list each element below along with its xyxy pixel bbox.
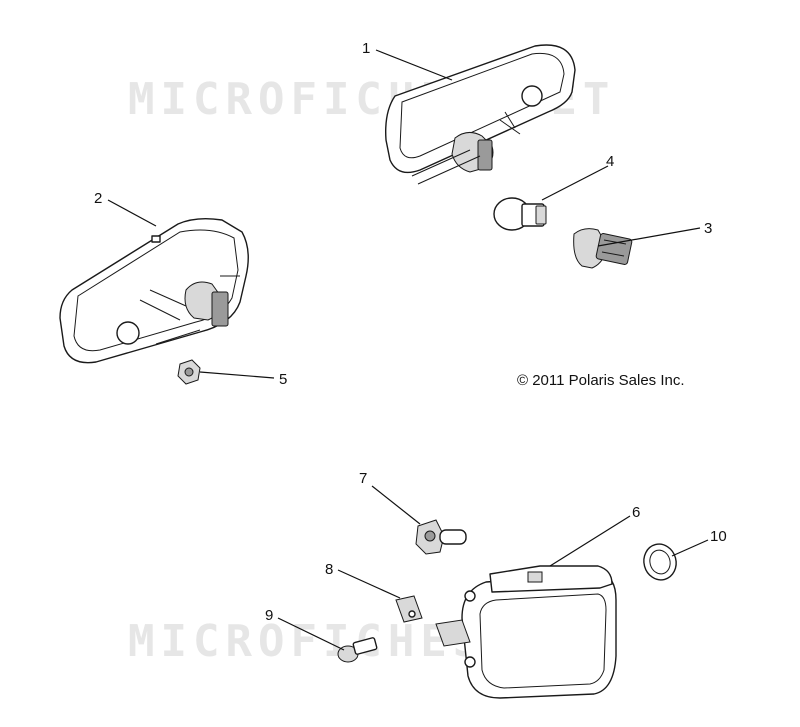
callout-8: 8: [325, 561, 333, 578]
callout-5: 5: [279, 371, 287, 388]
part-4-bulb[interactable]: [493, 197, 547, 231]
part-2-tail-light-left[interactable]: [59, 217, 249, 364]
part-8-clip[interactable]: [395, 595, 423, 623]
callout-4: 4: [606, 153, 614, 170]
callout-6: 6: [632, 504, 640, 521]
callout-2: 2: [94, 190, 102, 207]
part-5-nut[interactable]: [177, 359, 201, 385]
part-3-bulb-socket[interactable]: [573, 228, 633, 269]
callout-9: 9: [265, 607, 273, 624]
part-6-headlight[interactable]: [435, 565, 617, 699]
copyright-notice: © 2011 Polaris Sales Inc.: [517, 372, 685, 389]
callout-10: 10: [710, 528, 727, 545]
callout-3: 3: [704, 220, 712, 237]
callout-7: 7: [359, 470, 367, 487]
leader-lines: [107, 49, 709, 651]
part-1-tail-light-right[interactable]: [385, 44, 576, 185]
part-7-headlight-bulb[interactable]: [415, 519, 467, 555]
part-10-o-ring[interactable]: [640, 540, 680, 583]
callout-1: 1: [362, 40, 370, 57]
part-9-screw[interactable]: [337, 637, 378, 663]
